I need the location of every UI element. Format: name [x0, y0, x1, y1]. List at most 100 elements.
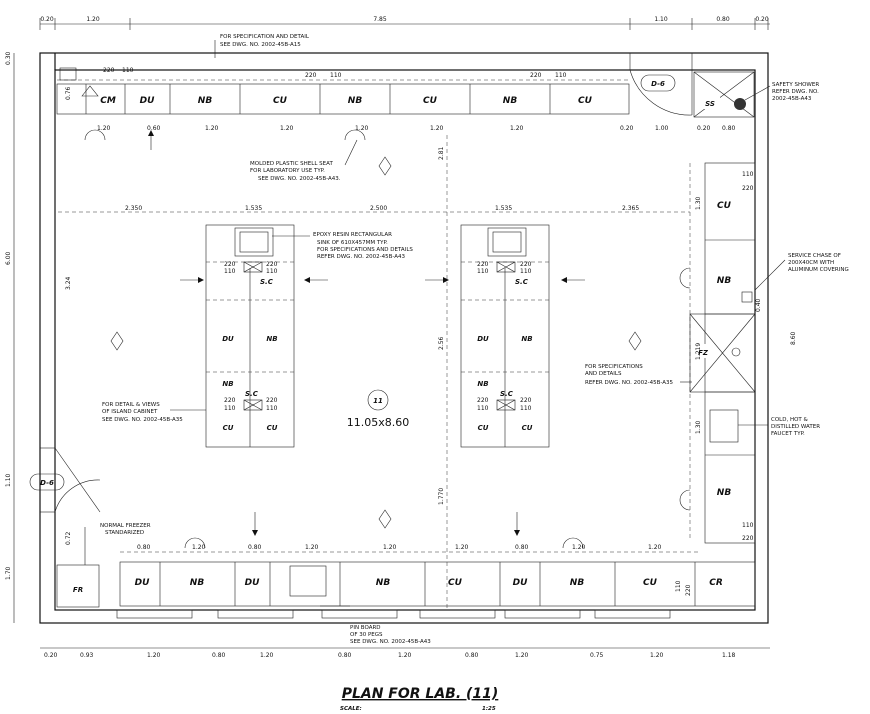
svg-text:110: 110	[520, 405, 532, 412]
svg-text:110: 110	[224, 268, 236, 275]
outlet-110-b: 110	[330, 72, 342, 79]
note-right-spec: FOR SPECIFICATIONS AND DETAILS REFER DWG…	[585, 364, 692, 386]
svg-text:SEE DWG. NO. 2002-45B-A43: SEE DWG. NO. 2002-45B-A43	[350, 639, 431, 645]
scale-value: 1:25	[482, 706, 496, 712]
island-cabinet-left: S.C DU NB NB S.C CU CU 220 110 220 110 2…	[180, 224, 328, 448]
svg-text:FZ: FZ	[698, 349, 709, 357]
svg-text:220: 220	[266, 261, 278, 268]
svg-text:0.40: 0.40	[755, 298, 762, 312]
svg-text:CU: CU	[478, 424, 489, 432]
svg-text:220: 220	[742, 185, 754, 192]
island-cabinet-right: S.C DU NB NB S.C CU CU 220 110 220 110 2…	[425, 224, 585, 448]
svg-text:CU: CU	[643, 578, 658, 588]
svg-text:NB: NB	[570, 578, 585, 588]
svg-text:1.770: 1.770	[438, 488, 445, 505]
svg-text:COLD, HOT &: COLD, HOT &	[771, 417, 809, 423]
svg-text:11: 11	[373, 397, 383, 405]
svg-text:DU: DU	[135, 578, 150, 588]
dim-top-0: 0.20	[40, 16, 54, 23]
dim-tc-8: 1.00	[655, 125, 669, 132]
dim-top-2: 7.85	[373, 16, 387, 23]
svg-text:NB: NB	[222, 380, 233, 388]
dim-top-3: 1.10	[654, 16, 668, 23]
svg-text:220: 220	[520, 261, 532, 268]
svg-text:OF 30 PEGS: OF 30 PEGS	[350, 632, 383, 638]
svg-text:SEE DWG. NO. 2002-45B-A15: SEE DWG. NO. 2002-45B-A15	[220, 42, 301, 48]
svg-text:1.20: 1.20	[650, 652, 664, 659]
note-service-chase: SERVICE CHASE OF 200X40CM WITH ALUMINUM …	[741, 253, 849, 303]
svg-text:1.20: 1.20	[572, 544, 586, 551]
svg-text:CR: CR	[709, 578, 723, 588]
svg-text:DU: DU	[513, 578, 528, 588]
svg-text:1.219: 1.219	[695, 343, 702, 360]
svg-text:SAFETY SHOWER: SAFETY SHOWER	[772, 82, 819, 88]
svg-text:1.20: 1.20	[192, 544, 206, 551]
right-counter: CU NB NB FZ 1.30 1.30 1.219 0.40 110 220…	[679, 162, 797, 544]
svg-text:D-6: D-6	[651, 80, 665, 88]
svg-text:110: 110	[742, 522, 754, 529]
svg-text:S.C: S.C	[260, 278, 274, 286]
dim-top-5: 0.20	[755, 16, 769, 23]
svg-text:2.365: 2.365	[622, 205, 639, 212]
svg-text:0.80: 0.80	[515, 544, 529, 551]
svg-text:DU: DU	[245, 578, 260, 588]
svg-text:NB: NB	[190, 578, 205, 588]
svg-text:CU: CU	[223, 424, 234, 432]
svg-text:220: 220	[520, 397, 532, 404]
svg-text:FOR SPECIFICATIONS AND DETAILS: FOR SPECIFICATIONS AND DETAILS	[317, 247, 413, 253]
svg-text:FOR SPECIFICATIONS: FOR SPECIFICATIONS	[585, 364, 643, 370]
svg-text:1.30: 1.30	[695, 420, 702, 434]
svg-text:SS: SS	[705, 100, 715, 108]
outlet-220-a: 220	[103, 67, 115, 74]
svg-text:CU: CU	[448, 578, 463, 588]
outlet-110-a: 110	[122, 67, 134, 74]
svg-text:220: 220	[224, 397, 236, 404]
dim-tc-5: 1.20	[430, 125, 444, 132]
bottom-counter: DU NB DU NB CU DU NB CU CR 110 220 0.80 …	[119, 512, 756, 607]
note-molded-seat: MOLDED PLASTIC SHELL SEAT FOR LABORATORY…	[250, 139, 358, 182]
svg-text:2.350: 2.350	[125, 205, 142, 212]
svg-text:PIN BOARD: PIN BOARD	[350, 625, 381, 631]
svg-text:NORMAL FREEZER: NORMAL FREEZER	[100, 523, 151, 529]
dim-tc-7: 0.20	[620, 125, 634, 132]
outer-walls	[39, 52, 769, 624]
top-code-5: CU	[423, 96, 438, 106]
svg-text:220: 220	[685, 584, 692, 596]
svg-text:SEE DWG. NO. 2002-45B-A35: SEE DWG. NO. 2002-45B-A35	[102, 417, 183, 423]
svg-text:CU: CU	[522, 424, 533, 432]
svg-text:2.500: 2.500	[370, 205, 387, 212]
svg-text:220: 220	[477, 261, 489, 268]
svg-text:1.20: 1.20	[383, 544, 397, 551]
dim-top-4: 0.80	[716, 16, 730, 23]
svg-text:0.20: 0.20	[44, 652, 58, 659]
svg-text:1.20: 1.20	[455, 544, 469, 551]
svg-text:CU: CU	[267, 424, 278, 432]
svg-text:11.05x8.60: 11.05x8.60	[347, 416, 410, 429]
svg-text:1.30: 1.30	[695, 196, 702, 210]
svg-text:1.20: 1.20	[515, 652, 529, 659]
svg-text:STANDARIZED: STANDARIZED	[105, 530, 144, 536]
svg-text:1.20: 1.20	[648, 544, 662, 551]
svg-text:0.93: 0.93	[80, 652, 94, 659]
svg-text:110: 110	[675, 580, 682, 592]
svg-text:SEE DWG. NO. 2002-45B-A43.: SEE DWG. NO. 2002-45B-A43.	[258, 176, 341, 182]
svg-text:NB: NB	[717, 276, 732, 286]
note-pin-board: PIN BOARD OF 30 PEGS SEE DWG. NO. 2002-4…	[320, 605, 431, 645]
top-code-2: NB	[198, 96, 213, 106]
svg-text:REFER DWG. NO. 2002-45B-A35: REFER DWG. NO. 2002-45B-A35	[585, 380, 674, 386]
svg-text:S.C: S.C	[515, 278, 529, 286]
svg-text:110: 110	[477, 268, 489, 275]
svg-text:220: 220	[742, 535, 754, 542]
safety-shower: SS SAFETY SHOWER REFER DWG. NO. 2002-45B…	[693, 71, 819, 118]
svg-text:110: 110	[742, 171, 754, 178]
svg-text:0.30: 0.30	[5, 51, 12, 65]
svg-text:1.535: 1.535	[495, 205, 512, 212]
top-code-7: CU	[578, 96, 593, 106]
svg-text:0.80: 0.80	[465, 652, 479, 659]
svg-text:0.80: 0.80	[338, 652, 352, 659]
svg-text:110: 110	[224, 405, 236, 412]
bottom-dimensions: 0.20 0.93 1.20 0.80 1.20 0.80 1.20 0.80 …	[40, 647, 770, 659]
svg-text:FAUCET TYP.: FAUCET TYP.	[771, 431, 805, 437]
svg-text:0.80: 0.80	[212, 652, 226, 659]
